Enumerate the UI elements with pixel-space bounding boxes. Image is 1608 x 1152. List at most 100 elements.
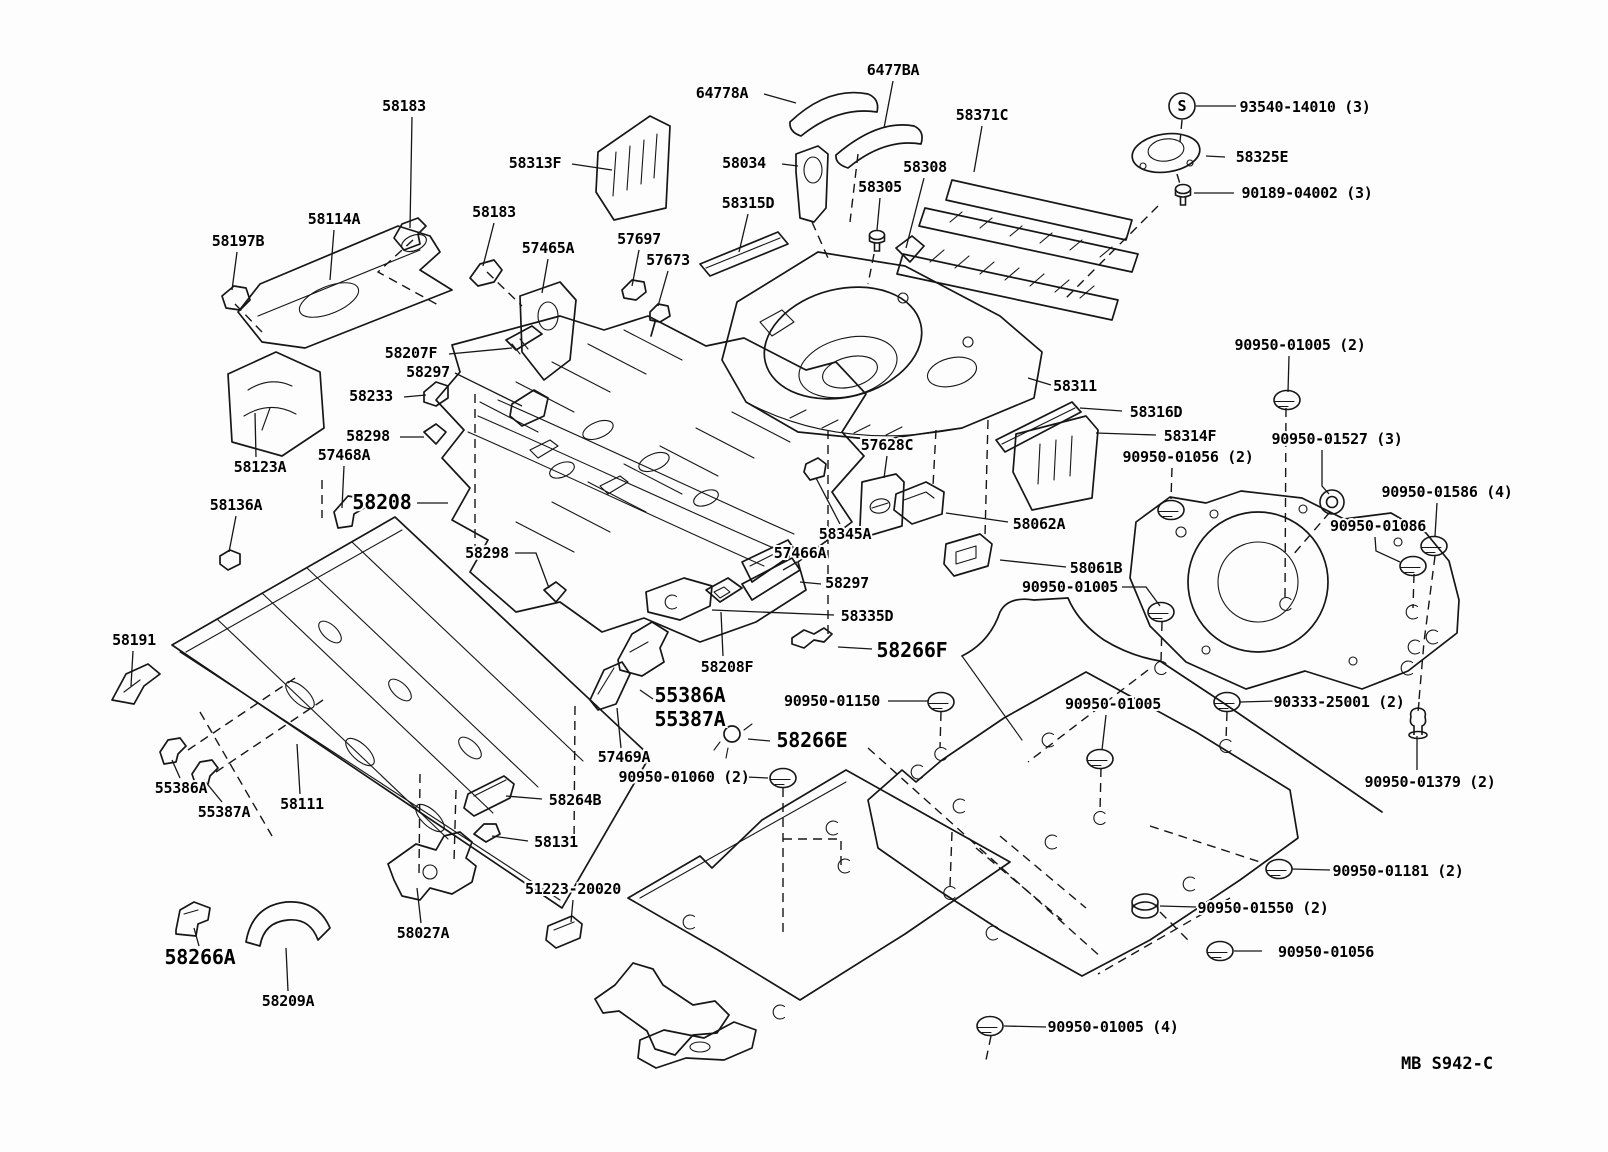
dashed-line [1176, 173, 1181, 185]
s-nut-symbol: S [1168, 92, 1196, 120]
part-label-58264b: 58264B [549, 791, 602, 809]
leader-line [454, 372, 523, 407]
dashed-line [975, 847, 1063, 921]
figure-code: MB S942-C [1401, 1054, 1493, 1074]
part-57466a [741, 539, 797, 583]
part-label-58314f: 58314F [1164, 427, 1217, 445]
dashed-line [939, 711, 942, 749]
part-label-55387a-c: 55387A [654, 707, 725, 731]
dashed-line [1097, 897, 1231, 975]
bracket-58313f [595, 115, 671, 221]
part-58308 [896, 253, 1119, 321]
spare-well-lower-panel [1129, 490, 1460, 690]
part-label-90950-01005-2: 90950-01005 (2) [1235, 336, 1366, 354]
part-label-58266f: 58266F [876, 638, 947, 662]
part-label-58136a: 58136A [210, 496, 263, 514]
part-58298-b [543, 581, 567, 603]
grommet-icon [927, 691, 955, 713]
part-58197b [221, 285, 251, 311]
dashed-line [1065, 205, 1159, 299]
leader-line [505, 795, 543, 800]
leader-line [254, 412, 257, 458]
part-55386a-c [617, 621, 669, 677]
silencer-pads [789, 91, 923, 169]
grommet-icon [1265, 858, 1293, 880]
part-58335d [645, 577, 713, 621]
part-crossmember-a [594, 962, 730, 1056]
small-brackets-top [221, 217, 671, 337]
part-58297-a [509, 389, 549, 427]
dashed-line [418, 773, 421, 875]
part-label-90950-01056-2: 90950-01056 (2) [1123, 448, 1254, 466]
leader-line [883, 455, 888, 479]
part-label-58305: 58305 [858, 178, 902, 196]
leader-line [782, 561, 798, 571]
dashed-line [867, 747, 1103, 959]
leader-line [1095, 432, 1157, 436]
leader-line [296, 743, 301, 795]
part-label-58191: 58191 [112, 631, 156, 649]
mid-small-parts [219, 325, 993, 759]
part-label-58371c: 58371C [956, 106, 1008, 124]
part-label-90189-04002: 90189-04002 (3) [1242, 184, 1373, 202]
leader-line [999, 559, 1067, 568]
grommet-icon [1157, 499, 1185, 521]
leader-line [876, 197, 881, 231]
rear-floor-pan-58311 [721, 251, 1043, 441]
part-58062a [893, 481, 945, 525]
dashed-line [486, 271, 523, 307]
part-58266a [175, 901, 211, 937]
strip-58315d [699, 231, 789, 277]
dashed-line [984, 419, 989, 537]
leader-line [491, 835, 529, 842]
rear-panel-rails [895, 179, 1139, 321]
leader-line [403, 394, 427, 398]
leader-line [416, 887, 422, 924]
part-label-58233: 58233 [349, 387, 393, 405]
part-label-58297-a: 58297 [406, 363, 450, 381]
strip-58316d [995, 401, 1082, 453]
grommet-icon [1086, 748, 1114, 770]
leader-line [799, 581, 822, 585]
leader-line [1321, 450, 1330, 495]
part-crossmember-b [637, 1021, 757, 1069]
part-label-58061b: 58061B [1070, 559, 1123, 577]
leader-line [541, 258, 549, 294]
part-label-58208: 58208 [352, 490, 411, 514]
part-58298-a [423, 423, 447, 445]
part-58345a [803, 457, 827, 481]
part-58183-mid [469, 259, 503, 287]
leader-line [657, 270, 669, 307]
part-label-58207f: 58207F [385, 344, 438, 362]
part-label-51223-20020: 51223-20020 [525, 880, 621, 898]
part-57468a [333, 495, 365, 529]
grommet-icon [769, 767, 797, 789]
leader-line [231, 251, 238, 291]
leader-line [341, 465, 345, 509]
leader-line [193, 927, 200, 947]
part-label-58298-b: 58298 [465, 544, 509, 562]
part-label-57466a: 57466A [774, 544, 827, 562]
part-55387a-l [191, 759, 219, 787]
dashed-line [867, 253, 875, 285]
dashed-line [1027, 669, 1149, 763]
dashed-line [573, 705, 576, 849]
leader-line [631, 249, 640, 287]
part-label-90333-25001-2: 90333-25001 (2) [1274, 693, 1405, 711]
part-label-58208f: 58208F [701, 658, 754, 676]
support-seat-58325e [1131, 132, 1201, 174]
thick-grommet-icon [1131, 893, 1159, 919]
part-label-90950-01005-b: 90950-01005 [1065, 695, 1161, 713]
leader-line [171, 759, 181, 779]
s-symbol-text: S [1177, 97, 1186, 115]
leader-line [973, 125, 983, 173]
leader-line [448, 347, 513, 355]
front-floor-side-member-58114a [237, 225, 453, 349]
part-label-90950-01550-2: 90950-01550 (2) [1198, 899, 1329, 917]
part-label-58325e: 58325E [1236, 148, 1289, 166]
leader-line [639, 689, 654, 700]
part-label-90950-01086: 90950-01086 [1330, 517, 1426, 535]
part-label-55387a-l: 55387A [198, 803, 251, 821]
dashed-line [1149, 825, 1261, 863]
